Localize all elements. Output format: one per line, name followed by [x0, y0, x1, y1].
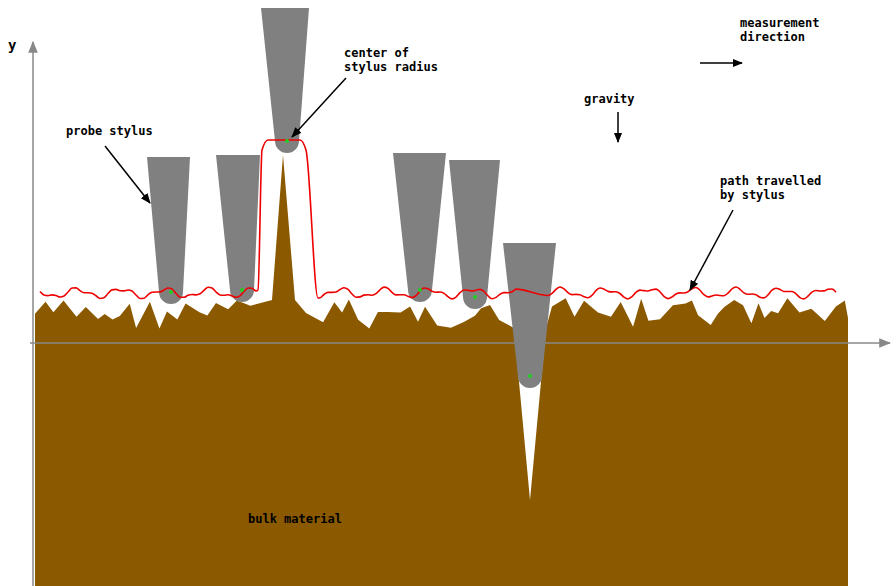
stylus-center — [473, 295, 477, 299]
gravity-label: gravity — [584, 92, 635, 106]
bulk-material — [35, 155, 848, 586]
direction-arrow — [700, 62, 742, 64]
direction-label: measurement direction — [740, 16, 828, 44]
x-axis — [30, 342, 890, 344]
bulk-material — [35, 155, 848, 586]
styli — [147, 8, 556, 388]
stylus-centers — [169, 139, 532, 378]
y-axis — [32, 42, 34, 586]
axis-label: y — [8, 38, 16, 52]
stylus-center — [285, 139, 289, 143]
gravity-arrow — [617, 112, 619, 142]
callout-label: path travelled by stylus — [720, 174, 832, 202]
probe-stylus — [393, 153, 446, 302]
material-label: bulk material — [248, 512, 342, 526]
stylus-center — [418, 288, 422, 292]
probe-stylus — [503, 243, 556, 388]
callout-label: center of stylus radius — [344, 46, 448, 74]
stylus-path — [40, 140, 836, 299]
stylus-center — [240, 288, 244, 292]
probe-stylus — [261, 8, 309, 153]
leader-line — [690, 210, 733, 290]
probe-stylus — [216, 155, 260, 302]
stylus-center — [528, 374, 532, 378]
probe-stylus — [449, 160, 500, 309]
callout-label: probe stylus — [66, 124, 153, 138]
stylus-center — [169, 290, 173, 294]
probe-stylus — [147, 157, 190, 304]
leader-line — [105, 146, 150, 203]
stylus-path — [40, 140, 836, 299]
leader-line — [292, 78, 346, 137]
